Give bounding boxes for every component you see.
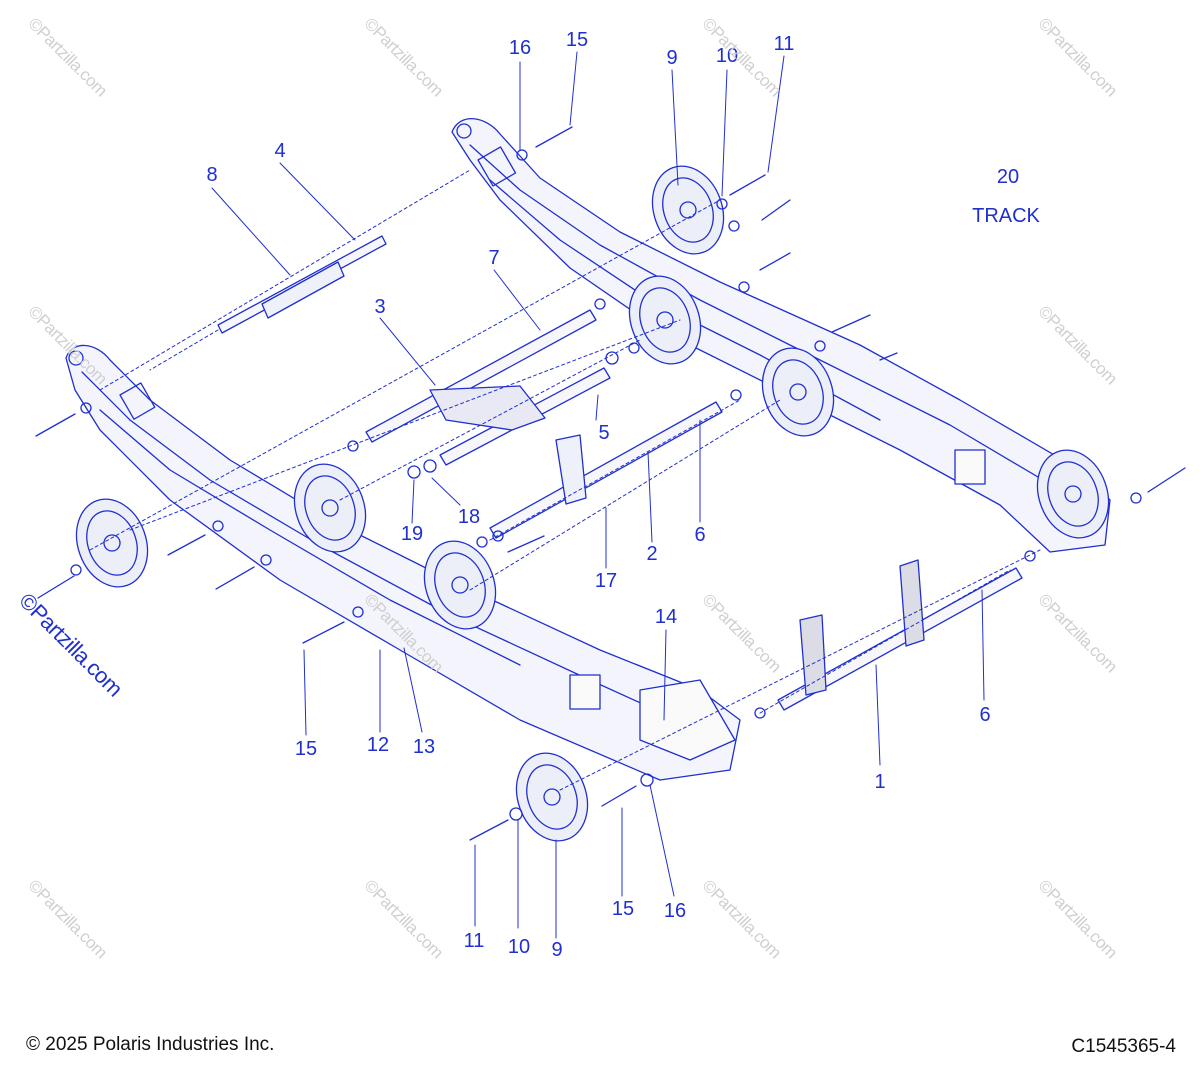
callout-8: 8: [206, 164, 218, 186]
callout-18: 18: [457, 506, 481, 528]
callout-2: 2: [646, 543, 658, 565]
callout-12: 12: [366, 734, 390, 756]
callout-11-top: 11: [773, 33, 795, 55]
track-label: TRACK: [972, 205, 1040, 227]
shaft-7: [365, 309, 597, 443]
callout-15-bottom: 15: [611, 898, 635, 920]
callout-17: 17: [594, 570, 618, 592]
callout-15-top: 15: [565, 29, 589, 51]
track-callout-number: 20: [996, 166, 1020, 188]
callout-19: 19: [400, 523, 424, 545]
callout-6-lower: 6: [979, 704, 991, 726]
shaft-4-8: [217, 235, 387, 334]
wheel-right-rear: [761, 347, 835, 437]
shaft-2-6: [489, 401, 723, 539]
callout-7: 7: [488, 247, 500, 269]
callout-16-bottom: 16: [663, 900, 687, 922]
callout-1: 1: [874, 771, 886, 793]
callout-4: 4: [274, 140, 286, 162]
bolts: [35, 126, 1186, 841]
callout-6-upper: 6: [694, 524, 706, 546]
wheel-left-mid: [293, 463, 367, 553]
bracket-3: [429, 385, 546, 431]
callout-9-bottom: 9: [551, 939, 563, 961]
assembly-lines: [89, 169, 1041, 791]
wheel-left-rear: [423, 540, 497, 630]
wheel-9-upper: [651, 165, 725, 255]
copyright-text: © 2025 Polaris Industries Inc.: [26, 1034, 275, 1055]
callout-11-bottom: 11: [463, 930, 485, 952]
callout-16-top: 16: [508, 37, 532, 59]
left-rail: [65, 344, 741, 781]
wheel-9-lower: [515, 752, 589, 842]
callout-15-left: 15: [294, 738, 318, 760]
callout-5: 5: [598, 422, 610, 444]
shaft-1-6: [777, 559, 1023, 711]
wheel-right-end: [1036, 449, 1110, 539]
diagram-part-number: C1545365-4: [1071, 1036, 1176, 1057]
leader-lines: [211, 51, 985, 939]
wheel-upper-mid: [628, 275, 702, 365]
callout-10-bottom: 10: [507, 936, 531, 958]
callout-3: 3: [374, 296, 386, 318]
callout-9-top: 9: [666, 47, 678, 69]
callout-10-top: 10: [715, 45, 739, 67]
callout-14: 14: [654, 606, 678, 628]
callout-13: 13: [412, 736, 436, 758]
wheel-left-front: [75, 498, 149, 588]
